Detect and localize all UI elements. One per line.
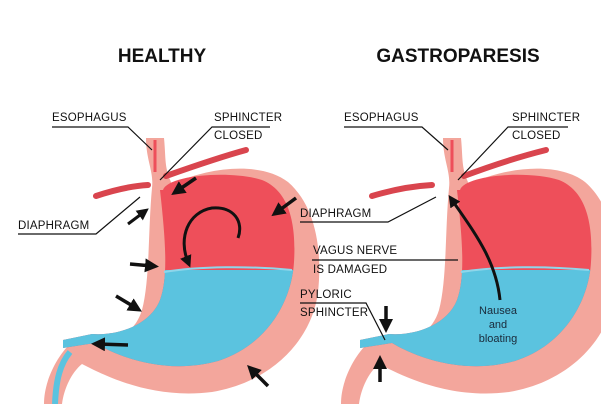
healthy-diaphragm-left xyxy=(93,182,151,199)
gastroparesis-sphincter-label: SPHINCTER xyxy=(512,112,580,124)
gastroparesis-vagus-label: VAGUS NERVE xyxy=(313,245,397,257)
gastroparesis-esophagus-leader xyxy=(344,126,449,151)
healthy-arrow-right-top xyxy=(271,196,298,217)
gastroparesis-damaged-label: IS DAMAGED xyxy=(313,264,387,276)
healthy-diaphragm-leader xyxy=(18,196,141,235)
healthy-sphincter-label: SPHINCTER xyxy=(214,112,282,124)
bloating-text: bloating xyxy=(479,333,518,345)
healthy-esophagus-leader xyxy=(52,126,153,151)
healthy-arrow-diaphragm xyxy=(127,208,149,226)
gastroparesis-fluid-surface xyxy=(460,266,590,273)
healthy-diaphragm-label: DIAPHRAGM xyxy=(18,220,89,232)
gastroparesis-pyloric-leader xyxy=(300,302,386,341)
healthy-fluid-surface xyxy=(163,266,293,273)
healthy-arrow-top xyxy=(171,176,197,195)
healthy-arrow-left-mid xyxy=(129,258,159,273)
gastroparesis-sphincter-leader xyxy=(457,126,568,181)
healthy-title: HEALTHY xyxy=(118,46,207,67)
healthy-esophagus-label: ESOPHAGUS xyxy=(52,112,127,124)
gastroparesis-closed-label: CLOSED xyxy=(512,130,561,142)
healthy-closed-label: CLOSED xyxy=(214,130,263,142)
gastroparesis-panel: GASTROPARESIS ESOPHAGUS SPHINCTER CLOSED… xyxy=(300,46,601,404)
healthy-curved-arrow xyxy=(180,206,242,268)
gastroparesis-pyloric-sphincter-label: SPHINCTER xyxy=(300,307,368,319)
gastroparesis-diaphragm-label: DIAPHRAGM xyxy=(300,208,371,220)
healthy-duodenum-stripe xyxy=(52,350,73,404)
healthy-arrow-left-low xyxy=(115,294,143,312)
healthy-arrow-pylorus xyxy=(91,337,129,352)
gastroparesis-pyloric-label: PYLORIC xyxy=(300,289,352,301)
gastroparesis-diaphragm-leader xyxy=(300,196,437,223)
gastroparesis-reflux-arrow xyxy=(448,195,502,301)
gastroparesis-title: GASTROPARESIS xyxy=(376,46,539,67)
gastroparesis-esophagus-label: ESOPHAGUS xyxy=(344,112,419,124)
gastroparesis-diaphragm-right xyxy=(461,147,549,179)
nausea-text: Nausea xyxy=(479,305,518,317)
and-text: and xyxy=(489,319,507,331)
gastroparesis-diaphragm-left xyxy=(369,182,435,199)
healthy-arrow-bottom xyxy=(247,365,270,388)
healthy-panel: HEALTHY ESOPHAGUS SPHINCTER CLOSED xyxy=(18,46,320,404)
healthy-sphincter-leader xyxy=(159,126,270,181)
healthy-diaphragm-right xyxy=(163,147,249,179)
